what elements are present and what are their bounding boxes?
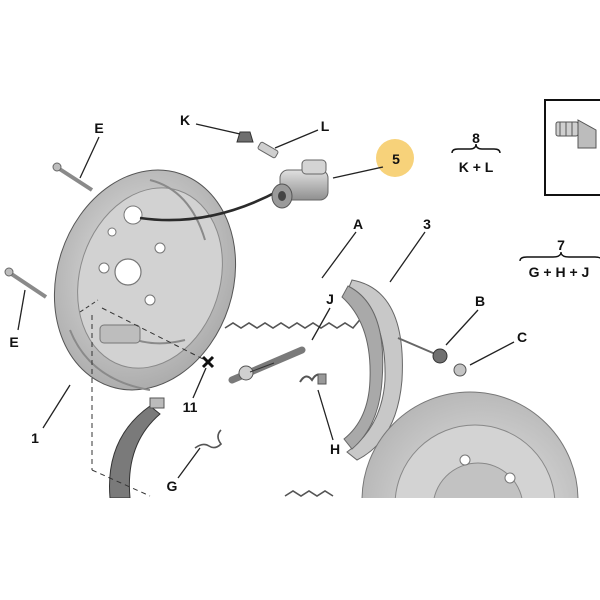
leader-lines <box>17 123 515 479</box>
kit-7-number: 7 <box>557 237 565 253</box>
callout-k: K <box>180 112 190 128</box>
highlight-marker <box>376 139 414 177</box>
bleed-screw <box>257 141 279 159</box>
kit-7-contents: G + H + J <box>529 264 590 280</box>
brake-shoe-left <box>109 397 165 498</box>
callout-b: B <box>475 293 485 309</box>
callout-e-left: E <box>9 334 18 350</box>
callout-labels: E E K L 5 A 3 J B C H G 11 1 <box>9 112 527 494</box>
callout-e-top: E <box>94 120 103 136</box>
stud-left <box>4 267 48 299</box>
callout-11: 11 <box>183 399 198 415</box>
callout-j: J <box>326 291 334 307</box>
stud-top <box>52 162 94 192</box>
kit-7-brace <box>519 251 600 262</box>
dust-cap <box>236 131 254 143</box>
callout-l: L <box>321 118 330 134</box>
kit-8: 8 K + L <box>451 130 501 175</box>
kit-8-brace <box>451 143 501 154</box>
callout-h: H <box>330 441 340 457</box>
return-spring <box>224 315 364 330</box>
spring-clip <box>194 429 223 449</box>
adjuster-strut <box>228 346 306 384</box>
brake-line <box>139 188 281 222</box>
kit-8-number: 8 <box>472 130 480 146</box>
brake-shoe-right <box>341 279 403 461</box>
cross-marker <box>201 355 215 369</box>
kit-7: 7 G + H + J <box>519 237 600 280</box>
callout-5: 5 <box>392 151 400 167</box>
callout-3: 3 <box>423 216 431 232</box>
retaining-cup <box>453 363 467 377</box>
kit-8-contents: K + L <box>459 159 494 175</box>
dashed-guide-diagonal <box>91 469 151 497</box>
callout-c: C <box>517 329 527 345</box>
backing-plate <box>53 169 237 391</box>
lower-spring <box>284 490 334 497</box>
callout-1: 1 <box>31 430 39 446</box>
callout-g: G <box>167 478 178 494</box>
callout-a: A <box>353 216 363 232</box>
brake-drum <box>361 391 579 498</box>
hold-down-pin <box>397 337 448 364</box>
wheel-cylinder <box>271 159 329 209</box>
detail-inset <box>544 99 600 196</box>
